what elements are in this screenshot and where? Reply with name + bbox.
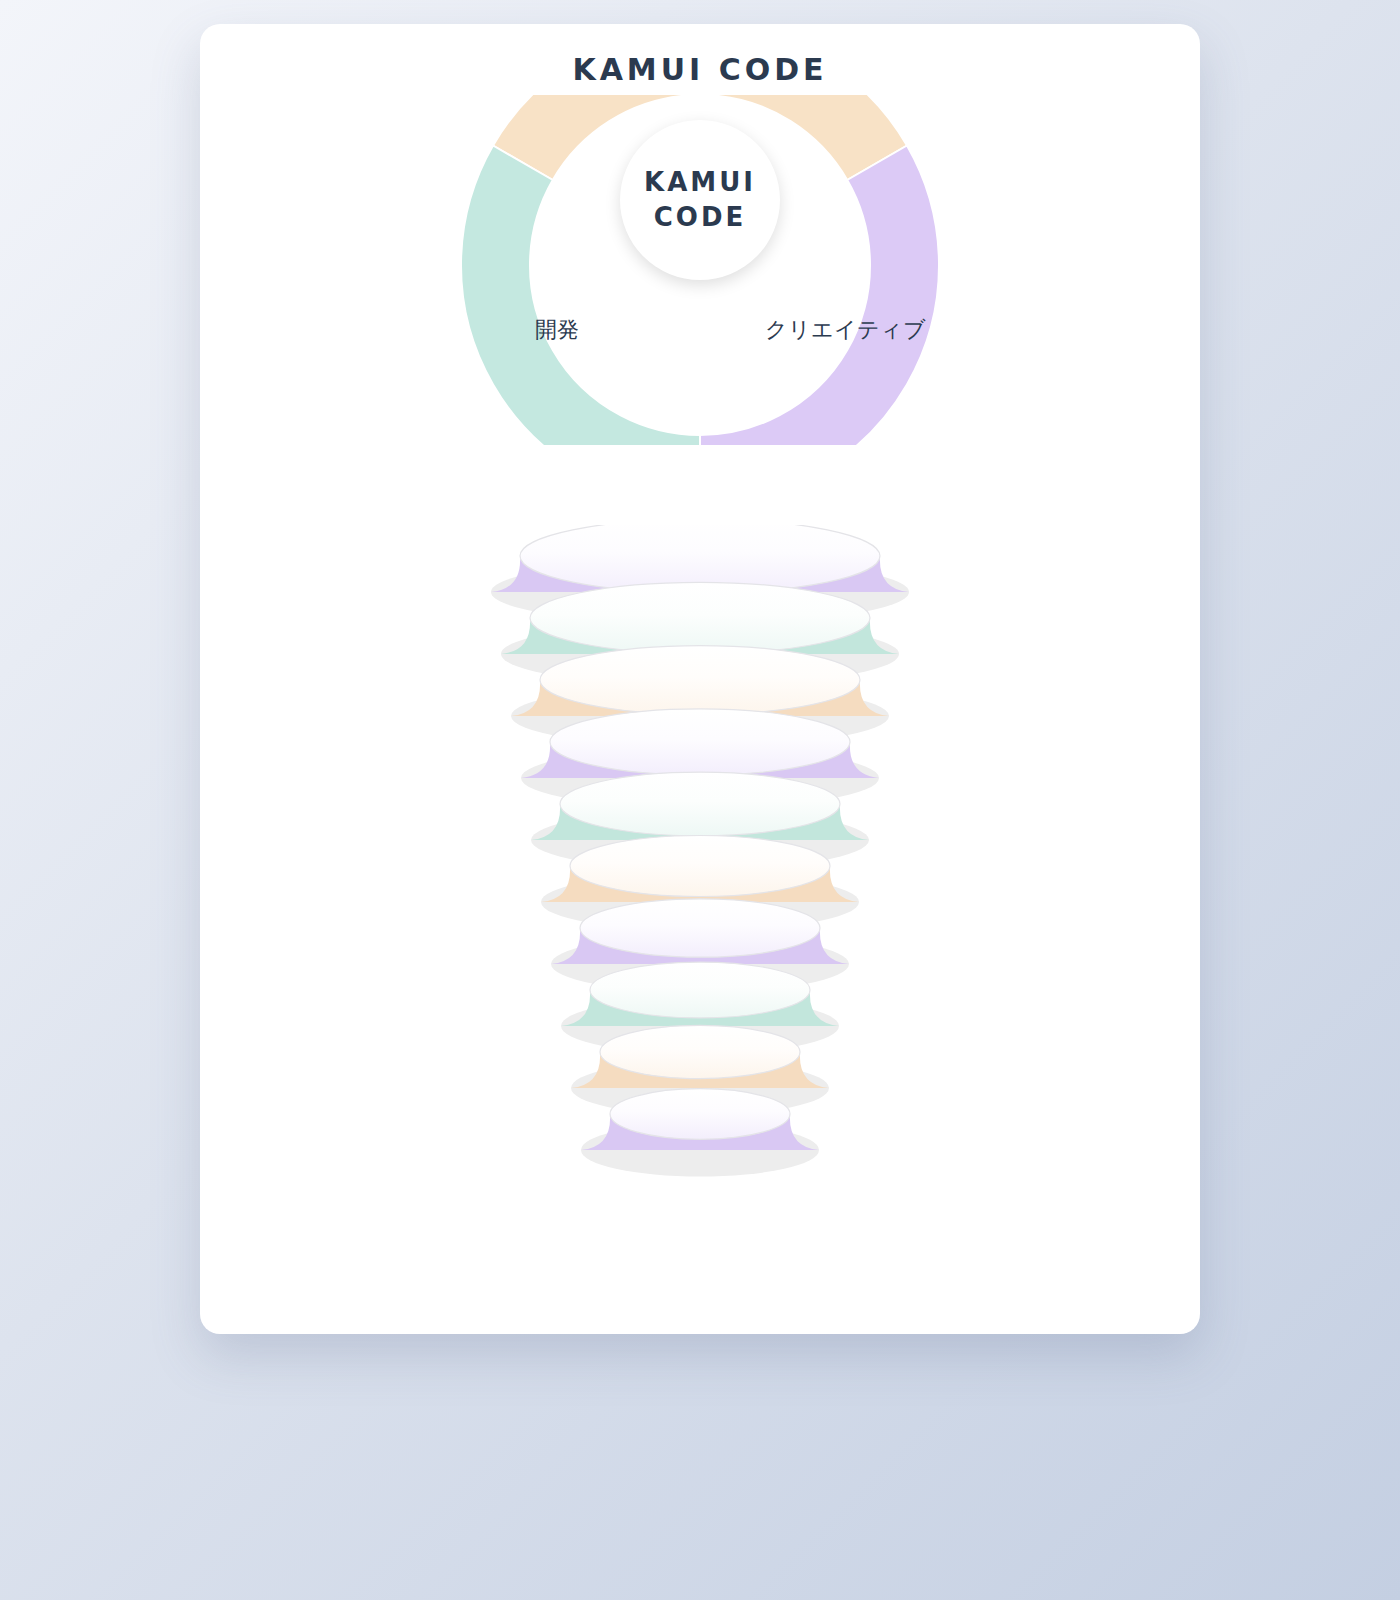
disc-top bbox=[600, 1025, 800, 1078]
chart-title: KAMUI CODE bbox=[200, 52, 1200, 87]
segment-label: クリエイティブ bbox=[765, 315, 926, 345]
disc-top bbox=[590, 962, 810, 1018]
disc-top bbox=[530, 582, 870, 653]
disc-top bbox=[580, 899, 820, 957]
donut-segment: クリエイティブ bbox=[440, 95, 960, 445]
segment-shape bbox=[440, 95, 960, 445]
disc-top bbox=[560, 772, 840, 836]
disc-top bbox=[610, 1089, 790, 1140]
center-circle: KAMUI CODE bbox=[620, 120, 780, 280]
center-label: KAMUI CODE bbox=[640, 165, 760, 235]
segment-label: 開発 bbox=[535, 315, 579, 345]
segment-path bbox=[461, 146, 700, 446]
disc-top bbox=[540, 646, 860, 715]
disc-top bbox=[570, 836, 830, 897]
segment-path bbox=[700, 146, 939, 446]
disc-top bbox=[550, 709, 850, 775]
